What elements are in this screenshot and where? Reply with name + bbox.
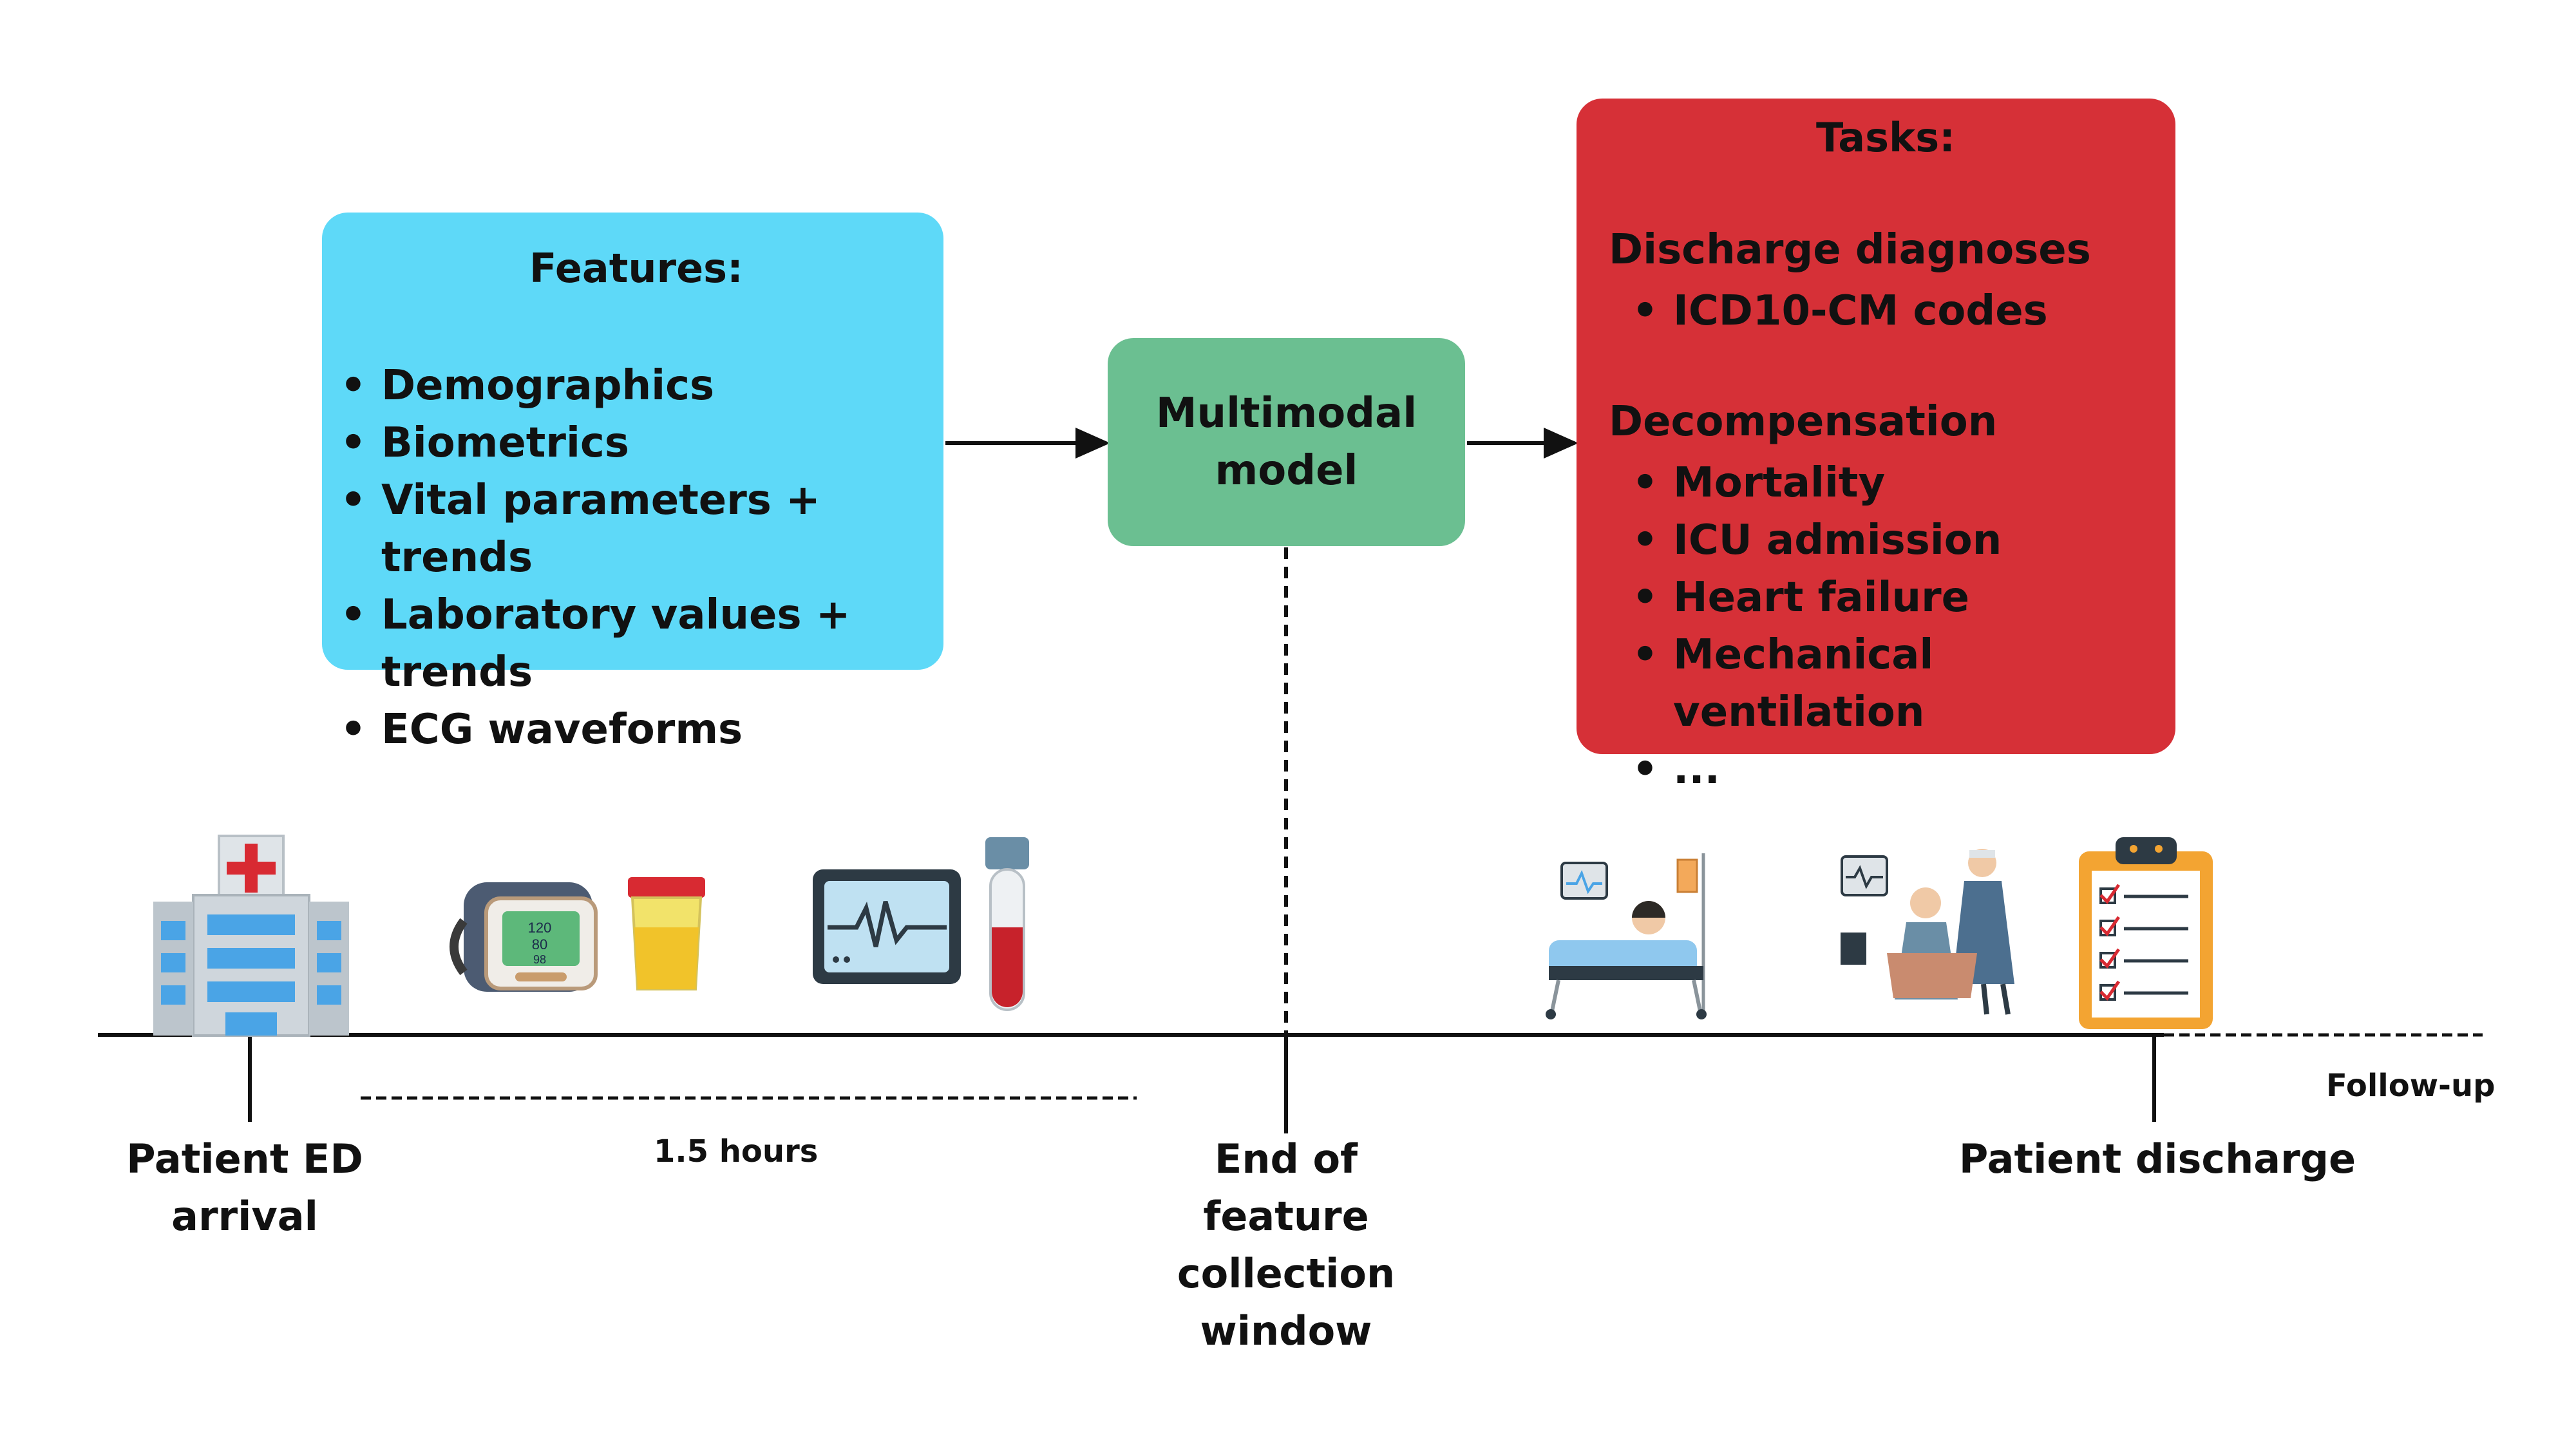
svg-text:120: 120	[528, 920, 552, 936]
tasks-item: Mechanical ventilation	[1614, 627, 2175, 741]
model-box: Multimodal model	[1108, 338, 1465, 546]
discharge-label: Patient discharge	[1958, 1135, 2356, 1182]
features-item: Biometrics	[322, 415, 943, 472]
mechanical-ventilation-icon	[1841, 849, 2014, 1015]
urine-sample-cup-icon	[628, 877, 705, 990]
features-item: Demographics	[322, 357, 943, 415]
tasks-group-heading: Discharge diagnoses	[1609, 226, 2091, 274]
svg-text:98: 98	[533, 953, 546, 966]
blood-pressure-monitor-icon: 120 80 98	[450, 882, 598, 992]
blood-test-tube-icon	[985, 837, 1029, 1011]
tasks-item: Heart failure	[1614, 569, 2175, 627]
model-label: Multimodal model	[1155, 389, 1417, 495]
window-duration-label: 1.5 hours	[654, 1133, 819, 1170]
hospital-icon	[153, 835, 349, 1037]
tasks-group-list: Mortality ICU admission Heart failure Me…	[1614, 455, 2175, 799]
features-box: Features: Demographics Biometrics Vital …	[322, 213, 943, 759]
svg-text:80: 80	[532, 936, 547, 952]
features-title: Features:	[529, 245, 743, 292]
tasks-box: Tasks: Discharge diagnoses ICD10-CM code…	[1577, 99, 2175, 799]
tasks-group-list: ICD10-CM codes	[1614, 283, 2048, 340]
followup-label: Follow-up	[2326, 1068, 2496, 1104]
tasks-title: Tasks:	[1816, 114, 1955, 161]
features-item: Vital parameters + trends	[322, 472, 943, 587]
features-list: Demographics Biometrics Vital parameters…	[322, 357, 943, 759]
icu-bed-icon	[1546, 853, 1707, 1019]
tasks-item: ...	[1614, 741, 2175, 799]
tasks-item: ICD10-CM codes	[1614, 283, 2048, 340]
ecg-monitor-icon	[813, 869, 961, 984]
tasks-item: Mortality	[1614, 455, 2175, 512]
tasks-item: ICU admission	[1614, 512, 2175, 569]
features-item: Laboratory values + trends	[322, 587, 943, 701]
end-window-label: End of feature collection window	[1177, 1135, 1396, 1354]
tasks-group-heading: Decompensation	[1609, 398, 1998, 446]
features-item: ECG waveforms	[322, 701, 943, 759]
arrival-label: Patient ED arrival	[126, 1135, 363, 1240]
clipboard-checklist-icon	[2079, 837, 2213, 1029]
